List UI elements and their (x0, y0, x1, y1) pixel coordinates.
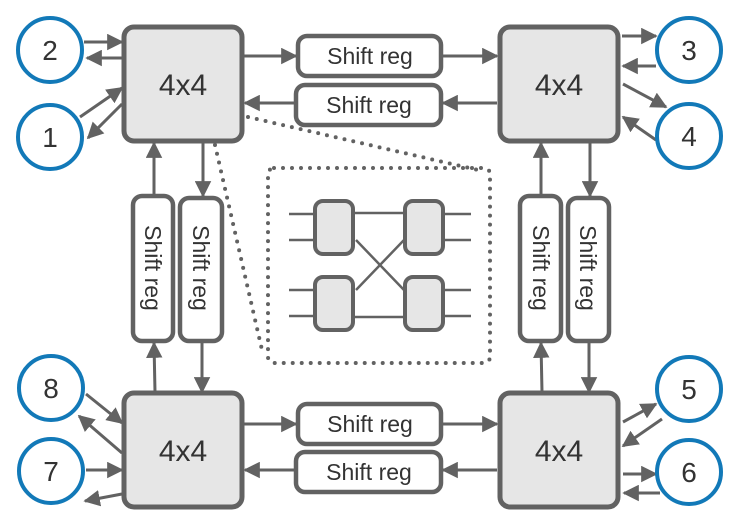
shift-reg-label: Shift reg (575, 225, 601, 311)
port-circle (17, 354, 85, 422)
inset-switch (313, 275, 355, 332)
port-circle (655, 16, 723, 84)
zoom-line-left (213, 143, 264, 352)
port-label: 6 (681, 457, 697, 488)
shift-reg-bottom-lower: Shift reg (293, 449, 444, 495)
shift-reg-left-outer: Shift reg (130, 193, 176, 344)
block-box (121, 24, 245, 144)
port-label: 1 (42, 122, 58, 153)
arrow (533, 341, 550, 393)
shift-reg-label: Shift reg (327, 411, 413, 437)
inset-switch (313, 199, 355, 256)
inset-switch (403, 275, 445, 332)
shift-reg-label: Shift reg (188, 225, 214, 311)
shift-reg-box (517, 193, 564, 344)
shift-reg-label: Shift reg (326, 459, 412, 485)
port-circle (655, 355, 723, 423)
block-box (497, 24, 621, 144)
shift-reg-left-inner: Shift reg (177, 195, 225, 344)
shift-reg-label: Shift reg (140, 225, 166, 311)
arrow (79, 86, 124, 119)
shift-reg-top-upper: Shift reg (295, 33, 444, 79)
shift-reg-label: Shift reg (528, 225, 554, 311)
inset-switch (403, 199, 445, 256)
arrow (77, 414, 123, 455)
port-circle (16, 16, 84, 84)
shift-reg-box (295, 33, 444, 79)
port-3: 3 (655, 16, 723, 84)
block-label: 4x4 (535, 69, 583, 102)
arrow (621, 417, 663, 448)
shift-reg-box (293, 82, 444, 128)
block-box (497, 390, 621, 510)
port-label: 5 (681, 374, 697, 405)
port-circle (655, 102, 723, 170)
port-circle (17, 437, 85, 505)
port-8: 8 (17, 354, 85, 422)
inset-cross-wire (355, 239, 405, 291)
arrow (622, 402, 658, 424)
port-label: 8 (43, 373, 59, 404)
block-label: 4x4 (159, 69, 207, 102)
arrow (83, 490, 123, 507)
port-label: 4 (681, 121, 697, 152)
crossbar-bottom-right: 4x4 (497, 390, 621, 510)
shift-reg-label: Shift reg (326, 92, 412, 118)
shift-reg-bottom-upper: Shift reg (295, 401, 444, 447)
crossbar-top-right: 4x4 (497, 24, 621, 144)
arrow (621, 115, 657, 142)
connections (77, 27, 668, 507)
arrow (622, 82, 668, 109)
arrow (86, 102, 124, 140)
shift-reg-box (293, 449, 444, 495)
shift-reg-box (295, 401, 444, 447)
shift-reg-box (565, 195, 612, 344)
shift-reg-box (130, 193, 176, 344)
zoom-callout (213, 115, 492, 365)
shift-reg-top-lower: Shift reg (293, 82, 444, 128)
port-label: 3 (681, 35, 697, 66)
port-2: 2 (16, 16, 84, 84)
shift-reg-box (177, 195, 225, 344)
crossbar-bottom-left: 4x4 (121, 390, 245, 510)
port-6: 6 (655, 438, 723, 506)
port-7: 7 (17, 437, 85, 505)
block-label: 4x4 (159, 435, 207, 468)
block-box (121, 390, 245, 510)
port-circle (16, 103, 84, 171)
port-circle (655, 438, 723, 506)
port-5: 5 (655, 355, 723, 423)
zoom-line-top (246, 115, 480, 172)
block-label: 4x4 (535, 435, 583, 468)
arrow (146, 341, 163, 393)
inset-switch-network (289, 199, 471, 332)
shift-reg-right-outer: Shift reg (517, 193, 564, 344)
port-label: 7 (43, 456, 59, 487)
shift-reg-label: Shift reg (327, 43, 413, 69)
port-4: 4 (655, 102, 723, 170)
arrow (85, 392, 124, 425)
crossbar-top-left: 4x4 (121, 24, 245, 144)
port-1: 1 (16, 103, 84, 171)
shift-reg-right-inner: Shift reg (565, 195, 612, 344)
port-label: 2 (42, 35, 58, 66)
